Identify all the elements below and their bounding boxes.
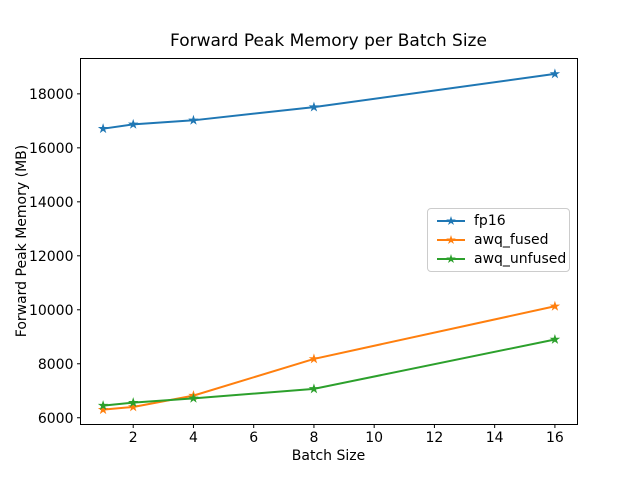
data-point-marker: [97, 404, 109, 415]
x-tick-label: 4: [189, 430, 198, 446]
legend-line-sample-icon: [437, 253, 465, 263]
legend: fp16 awq_fused awq_unfused: [427, 208, 570, 272]
series-line-fp16: [102, 72, 556, 130]
x-tick-label: 12: [426, 430, 444, 446]
x-tick-label: 10: [365, 430, 383, 446]
y-tick-label: 6000: [38, 411, 74, 427]
legend-label: awq_fused: [474, 232, 549, 248]
y-tick-label: 10000: [29, 303, 74, 319]
y-axis-label: Forward Peak Memory (MB): [14, 144, 30, 338]
y-tick-label: 12000: [29, 249, 74, 265]
x-tick-label: 8: [309, 430, 318, 446]
data-point-marker: [127, 401, 139, 412]
legend-item-awq-fused: awq_fused: [436, 231, 561, 250]
data-point-marker: [97, 123, 109, 134]
series-line-awq_unfused: [102, 338, 556, 407]
legend-line-sample-icon: [437, 216, 465, 226]
data-point-marker: [308, 383, 320, 394]
legend-item-fp16: fp16: [436, 212, 561, 231]
legend-item-awq-unfused: awq_unfused: [436, 249, 566, 268]
data-point-marker: [308, 353, 320, 364]
y-tick-label: 14000: [29, 195, 74, 211]
data-point-marker: [308, 101, 320, 112]
legend-line-sample-icon: [437, 235, 465, 245]
x-tick-label: 14: [486, 430, 504, 446]
y-tick-label: 18000: [29, 87, 74, 103]
legend-label: awq_unfused: [474, 250, 567, 267]
data-point-marker: [127, 118, 139, 129]
series-line-awq_fused: [103, 305, 556, 411]
x-tick-label: 16: [546, 430, 564, 446]
data-point-marker: [549, 300, 561, 311]
chart-title: Forward Peak Memory per Batch Size: [170, 31, 487, 51]
y-tick-label: 16000: [29, 141, 74, 157]
x-tick-label: 2: [129, 430, 138, 446]
data-point-marker: [188, 114, 199, 125]
data-point-marker: [97, 400, 109, 411]
data-point-marker: [549, 333, 561, 344]
y-tick-label: 8000: [38, 357, 74, 373]
data-point-marker: [188, 392, 199, 403]
data-point-marker: [549, 68, 561, 79]
x-axis-label: Batch Size: [291, 448, 366, 464]
legend-label: fp16: [474, 213, 506, 230]
data-point-marker: [127, 397, 139, 408]
x-tick-label: 6: [249, 430, 258, 446]
